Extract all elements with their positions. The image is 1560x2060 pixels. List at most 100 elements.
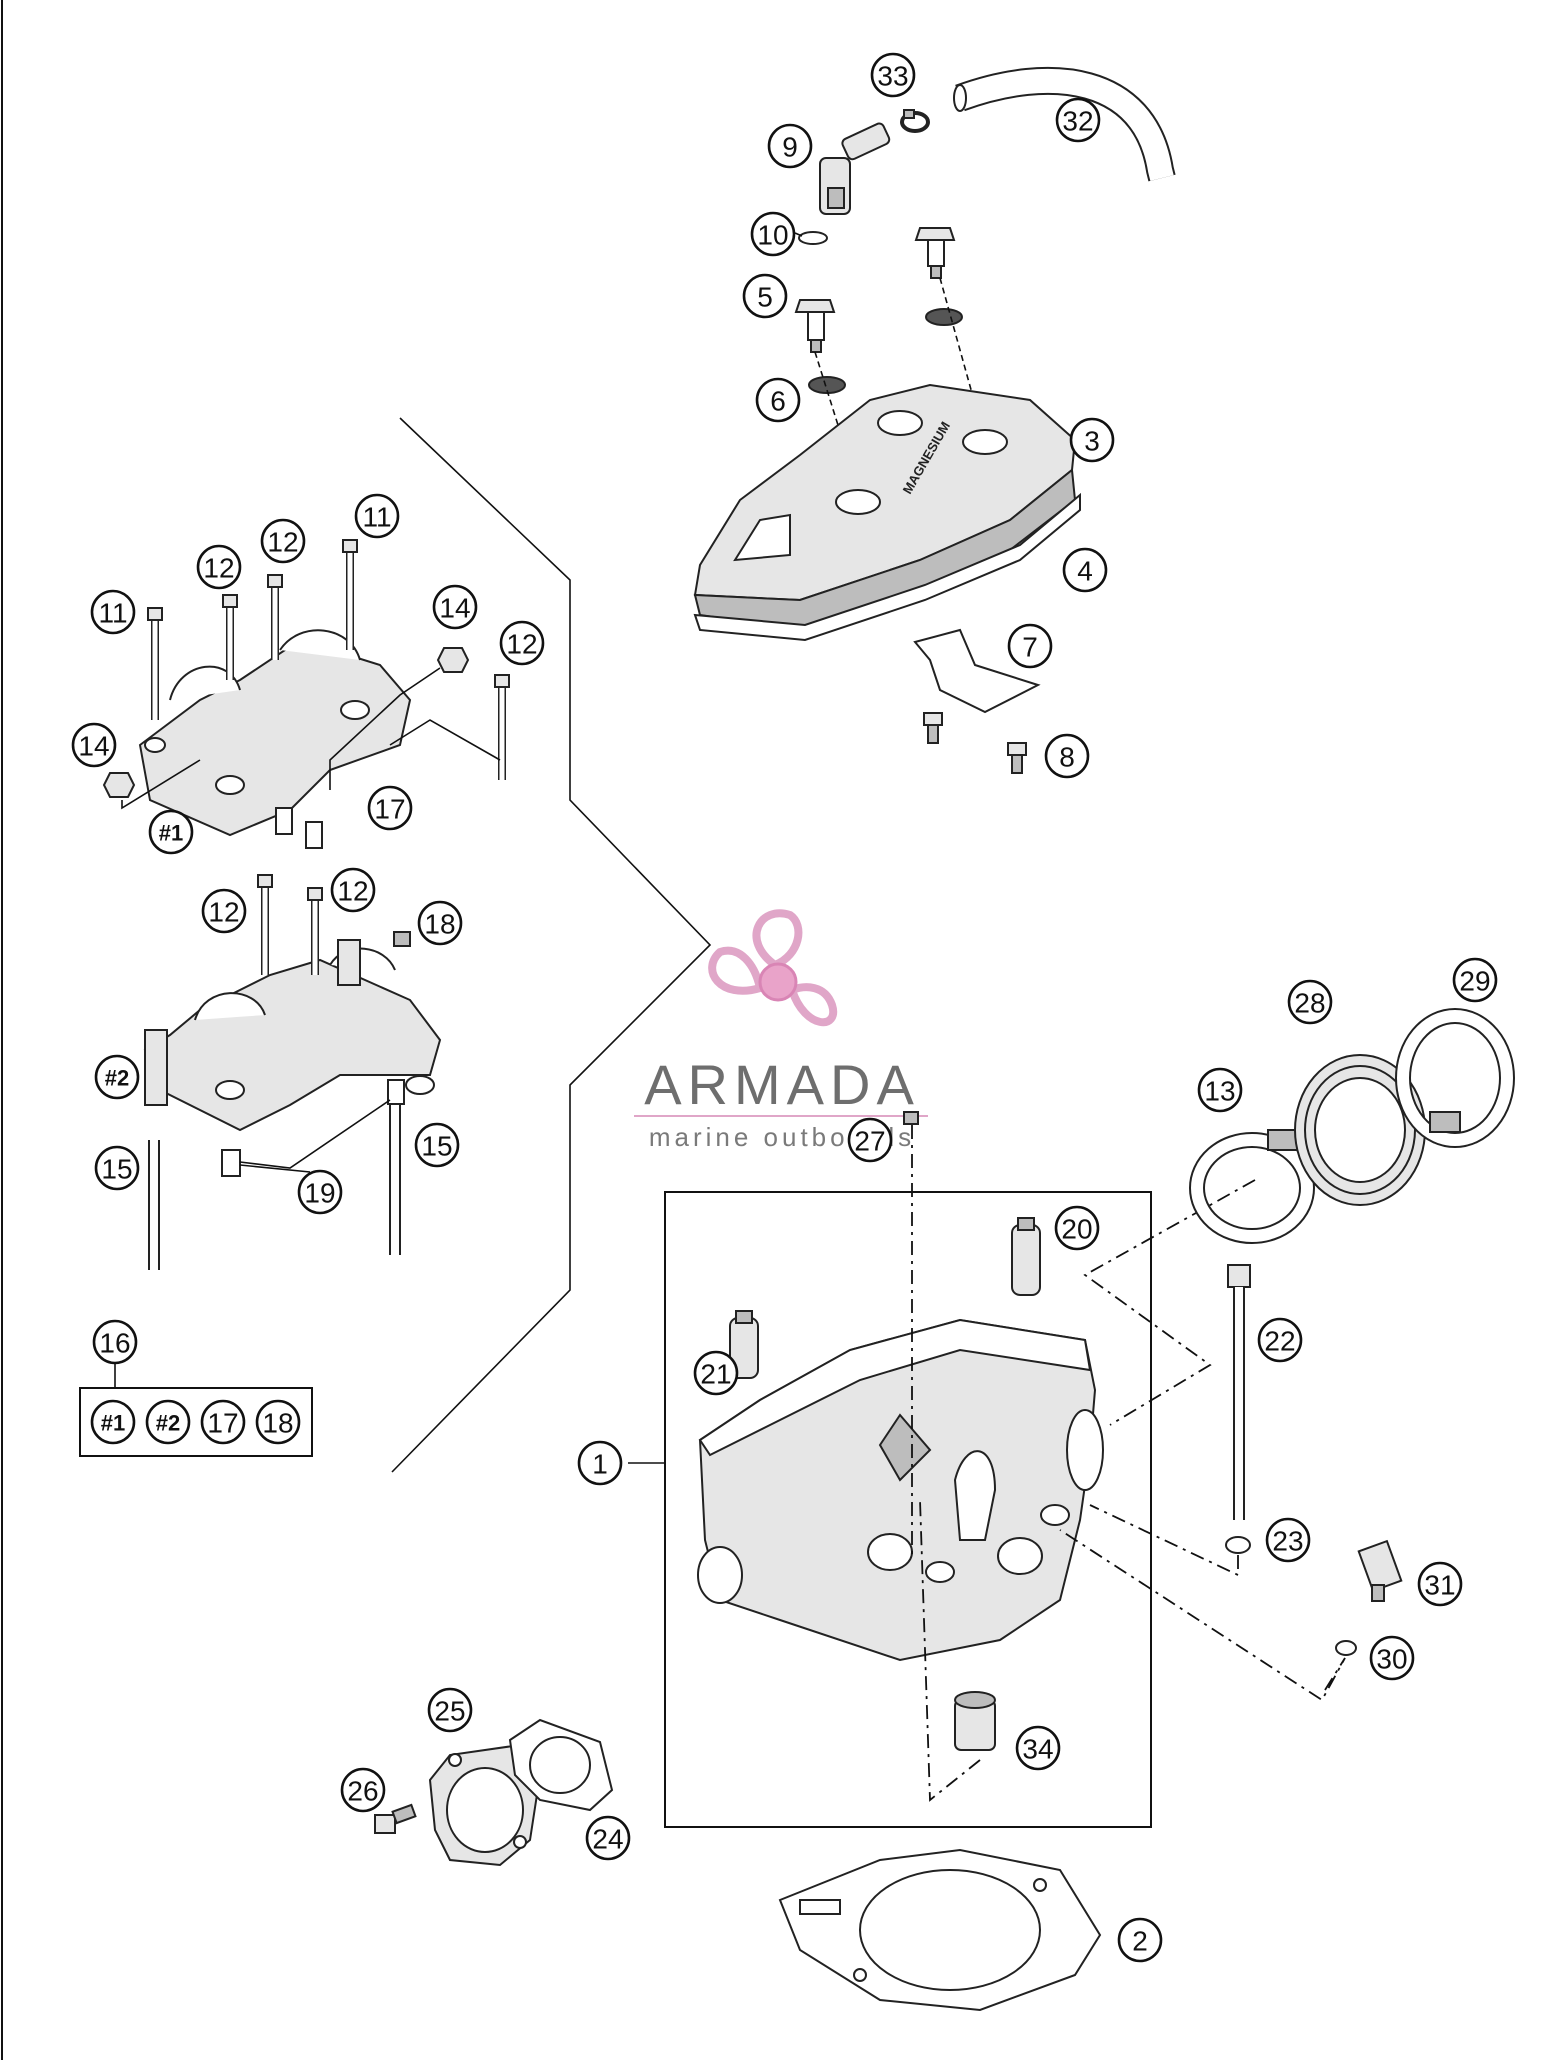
callout-c30: 30 — [1369, 1635, 1415, 1681]
callout-circle — [196, 544, 242, 590]
callout-cH1: #1 — [148, 809, 194, 855]
callout-c34: 34 — [1015, 1725, 1061, 1771]
kit-box — [79, 1387, 313, 1457]
callout-circle — [432, 584, 478, 630]
cover-bolt-right — [914, 227, 956, 279]
kit-item-3: 18 — [255, 1399, 301, 1445]
insert-34 — [954, 1691, 996, 1751]
callout-label: #2 — [105, 1066, 129, 1091]
callout-c6: 6 — [755, 377, 801, 423]
callout-label: 2 — [1132, 1926, 1148, 1957]
callout-c5: 5 — [742, 273, 788, 319]
bridge1-nuts — [102, 647, 470, 798]
propeller-icon — [708, 909, 838, 1027]
callout-label: 12 — [203, 553, 234, 584]
callout-circle — [94, 1145, 140, 1191]
plug-27 — [903, 1111, 919, 1125]
callout-circle — [577, 1440, 623, 1486]
callout-circle — [750, 211, 796, 257]
callout-circle — [1117, 1917, 1163, 1963]
callout-circle — [1287, 979, 1333, 1025]
kit-item-0: #1 — [90, 1399, 136, 1445]
callout-c14a: 14 — [432, 584, 478, 630]
callout-label: 27 — [854, 1126, 885, 1157]
callout-c17: 17 — [367, 785, 413, 831]
kit-item-2: 17 — [200, 1399, 246, 1445]
callout-c29: 29 — [1452, 957, 1498, 1003]
temperature-sensor-31 — [1357, 1539, 1403, 1602]
bridge2-studs — [148, 1079, 405, 1270]
cover-bolt-left — [794, 299, 836, 353]
callout-c4: 4 — [1062, 547, 1108, 593]
bracket-screw-a — [923, 712, 943, 744]
callout-label: 7 — [1022, 632, 1038, 663]
callout-c26: 26 — [340, 1767, 386, 1813]
cover-seal-right — [925, 308, 963, 326]
callout-circle — [1452, 957, 1498, 1003]
section-divider — [391, 417, 712, 1473]
callout-c31: 31 — [1417, 1561, 1463, 1607]
callout-circle — [693, 1350, 739, 1396]
callout-circle — [847, 1117, 893, 1163]
callout-circle — [145, 1399, 191, 1445]
callout-label: 13 — [1204, 1076, 1235, 1107]
cover-seal-left — [808, 376, 846, 394]
callout-label: #2 — [156, 1411, 180, 1436]
callout-label: 12 — [208, 897, 239, 928]
callout-c11b: 11 — [354, 493, 400, 539]
callout-c2: 2 — [1117, 1917, 1163, 1963]
callout-label: 14 — [439, 593, 470, 624]
callout-circle — [354, 493, 400, 539]
callout-c7: 7 — [1007, 623, 1053, 669]
callout-c12c: 12 — [499, 620, 545, 666]
callout-circle — [1369, 1635, 1415, 1681]
callout-circle — [585, 1815, 631, 1861]
callout-layer: 1234567891011111212121212131414151517181… — [71, 52, 1498, 1963]
callout-label: #1 — [159, 821, 183, 846]
callout-label: 8 — [1059, 742, 1075, 773]
hose-clamp-small — [900, 109, 930, 133]
exhaust-gasket-24 — [508, 1718, 614, 1812]
callout-circle — [767, 123, 813, 169]
washer-23 — [1225, 1536, 1251, 1554]
callout-circle — [330, 867, 376, 913]
callout-label: 10 — [757, 220, 788, 251]
callout-label: 12 — [506, 629, 537, 660]
brand-name: ARMADA — [644, 1053, 920, 1116]
breather-elbow — [819, 122, 891, 215]
callout-circle — [1265, 1517, 1311, 1563]
callout-circle — [1044, 733, 1090, 779]
callout-label: 3 — [1084, 426, 1100, 457]
leader-lines — [239, 232, 803, 1173]
callout-c14b: 14 — [71, 722, 117, 768]
callout-c12e: 12 — [330, 867, 376, 913]
callout-c21: 21 — [693, 1350, 739, 1396]
callout-circle — [499, 620, 545, 666]
callout-label: 28 — [1294, 988, 1325, 1019]
callout-c15b: 15 — [414, 1122, 460, 1168]
callout-circle — [90, 1399, 136, 1445]
callout-c22: 22 — [1257, 1317, 1303, 1363]
callout-label: 31 — [1424, 1570, 1455, 1601]
callout-label: 16 — [99, 1328, 130, 1359]
callout-c8: 8 — [1044, 733, 1090, 779]
callout-label: 20 — [1061, 1214, 1092, 1245]
callout-c27: 27 — [847, 1117, 893, 1163]
callout-c11a: 11 — [90, 589, 136, 635]
screw-26 — [374, 1803, 417, 1834]
head-bolt-22 — [1227, 1264, 1251, 1520]
callout-label: 14 — [78, 731, 109, 762]
callout-circle — [1054, 1205, 1100, 1251]
callout-label: 32 — [1062, 106, 1093, 137]
callout-circle — [1417, 1561, 1463, 1607]
camshaft-bridge-1 — [138, 629, 412, 837]
callout-label: 25 — [434, 1696, 465, 1727]
valve-cover: MAGNESIUM — [693, 383, 1077, 632]
callout-circle — [200, 1399, 246, 1445]
callout-label: #1 — [101, 1411, 125, 1436]
callout-c13: 13 — [1197, 1067, 1243, 1113]
cylinder-head — [697, 1318, 1104, 1662]
callout-label: 30 — [1376, 1644, 1407, 1675]
callout-circle — [1257, 1317, 1303, 1363]
